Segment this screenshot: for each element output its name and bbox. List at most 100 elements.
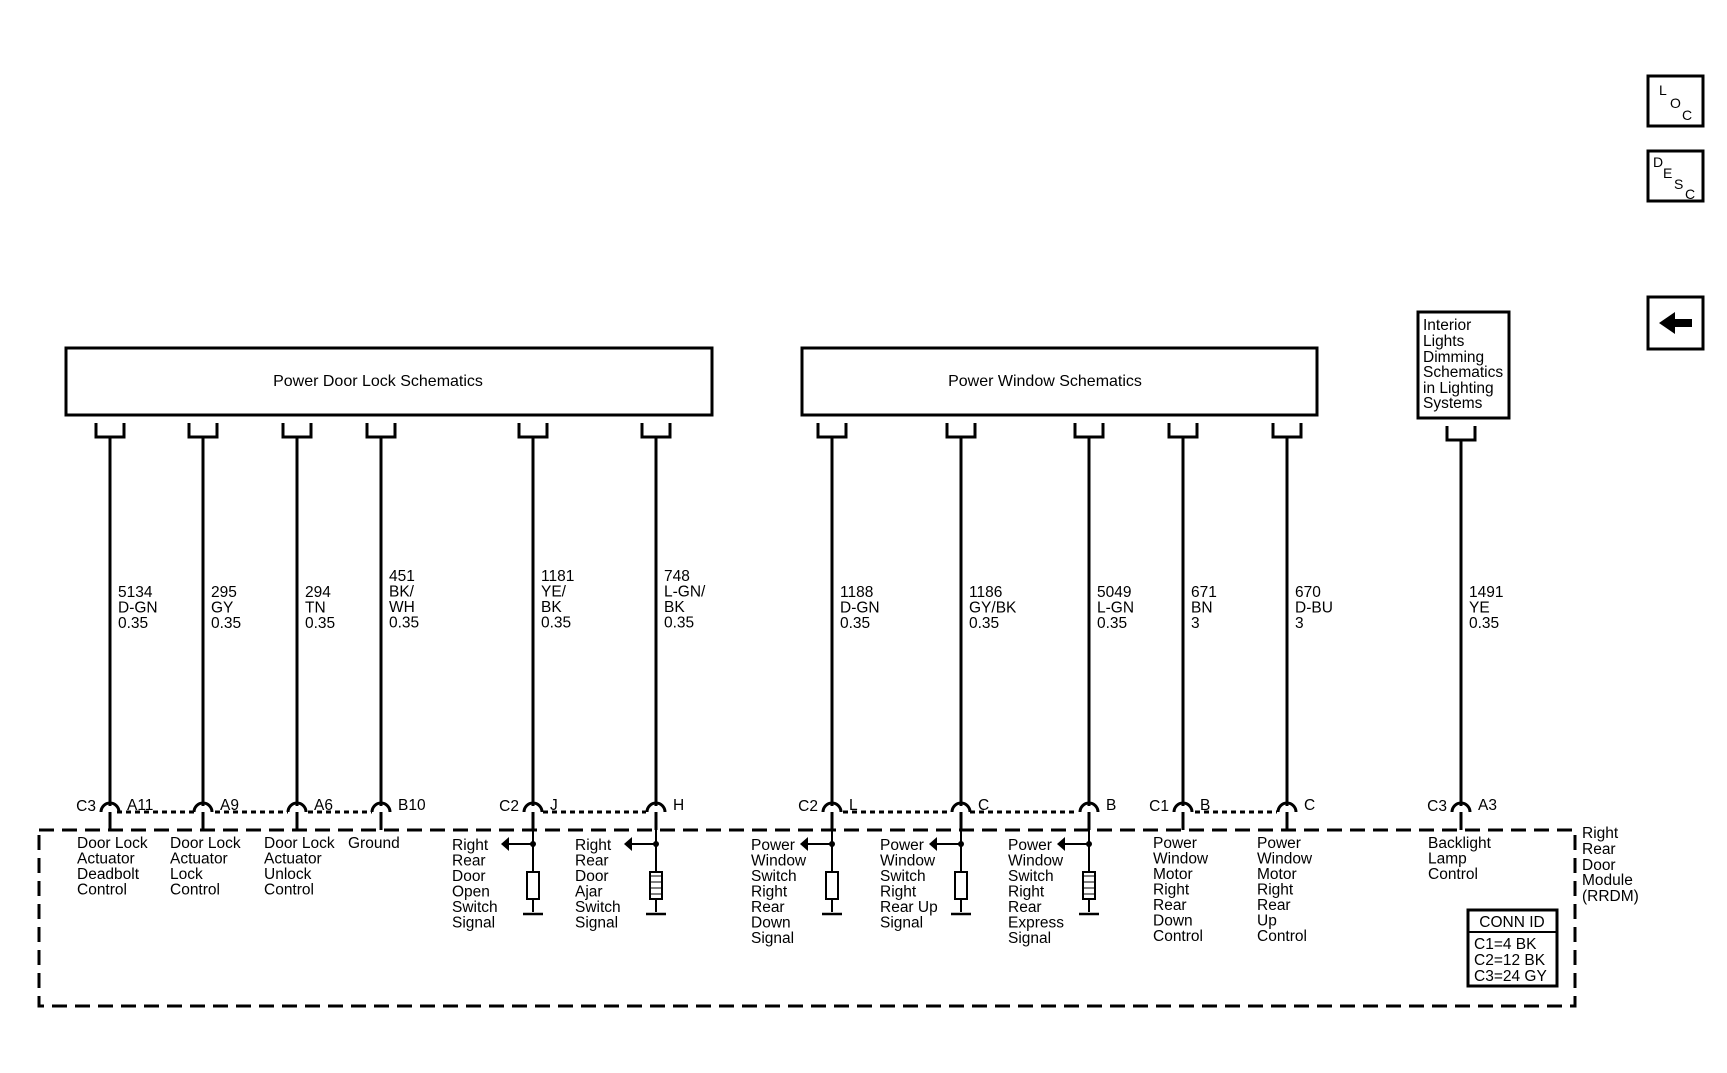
wire-color: D-BU <box>1295 600 1333 617</box>
wire-color: BK <box>664 599 685 616</box>
terminal-stub <box>1073 423 1105 439</box>
function-label: Control <box>77 882 127 899</box>
rrdm-name-line-2: Rear <box>1582 841 1616 858</box>
function-label: Rear <box>1008 899 1042 916</box>
function-label: Deadbolt <box>77 866 140 883</box>
wire-circuit-number: 295 <box>211 584 237 601</box>
pin-contact <box>950 801 972 813</box>
terminal-stub <box>94 423 126 439</box>
function-label: Right <box>880 884 917 901</box>
function-label: Signal <box>751 930 794 947</box>
rrdm-name-line-5: (RRDM) <box>1582 888 1639 905</box>
circuit-5049: 5049L-GN0.35BPowerWindowSwitchRightRearE… <box>1008 423 1134 947</box>
conn-id-line-3: C3=24 GY <box>1474 968 1547 985</box>
wire-color: L-GN <box>1097 600 1134 617</box>
wire-color: BN <box>1191 600 1213 617</box>
signal-arrow-icon <box>929 837 937 851</box>
resistor-symbol <box>954 871 968 900</box>
desc-letter-4: C <box>1685 186 1695 202</box>
function-label: Door Lock <box>264 835 335 852</box>
desc-letter-3: S <box>1674 176 1683 192</box>
function-label: Switch <box>452 899 498 916</box>
signal-arrow-icon <box>1057 837 1065 851</box>
pin-id: A6 <box>314 797 333 814</box>
function-label: Open <box>452 884 490 901</box>
wire-circuit-number: 451 <box>389 568 415 585</box>
wire-circuit-number: 294 <box>305 584 331 601</box>
pin-id: J <box>550 797 558 814</box>
terminal-stub <box>816 423 848 439</box>
pin-id: L <box>849 797 858 814</box>
function-label: Signal <box>1008 930 1051 947</box>
wire-gauge: 0.35 <box>389 615 419 632</box>
function-label: Switch <box>880 868 926 885</box>
wire-gauge: 0.35 <box>211 615 241 632</box>
function-label: Rear Up <box>880 899 938 916</box>
function-label: Unlock <box>264 866 312 883</box>
desc-letter-2: E <box>1663 165 1672 181</box>
pin-contact <box>1276 801 1298 813</box>
circuit-670: 670D-BU3CPowerWindowMotorRightRearUpCont… <box>1257 423 1333 945</box>
function-label: Motor <box>1153 866 1193 883</box>
desc-button[interactable]: D E S C <box>1646 149 1705 203</box>
power-window-schematics-label: Power Window Schematics <box>948 373 1142 390</box>
connector-id: C2 <box>798 798 818 815</box>
function-label: Down <box>751 915 791 932</box>
power-door-lock-schematics-label: Power Door Lock Schematics <box>273 373 483 390</box>
function-label: Ajar <box>575 884 603 901</box>
wire-color: GY <box>211 600 233 617</box>
wire-color: TN <box>305 600 326 617</box>
power-window-schematics-box[interactable]: Power Window Schematics <box>800 346 1319 417</box>
pin-contact <box>821 801 843 813</box>
function-label: Power <box>1008 837 1052 854</box>
pin-contact <box>1172 801 1194 813</box>
circuit-748: 748L-GN/BK0.35HRightRearDoorAjarSwitchSi… <box>575 423 706 932</box>
loc-letter-3: C <box>1682 107 1692 123</box>
function-label: Motor <box>1257 866 1297 883</box>
loc-button[interactable]: L O C <box>1646 74 1705 128</box>
pin-id: C <box>1304 797 1315 814</box>
back-button[interactable] <box>1646 295 1705 351</box>
wire-gauge: 0.35 <box>664 615 694 632</box>
wire-gauge: 0.35 <box>118 615 148 632</box>
pin-id: B10 <box>398 797 426 814</box>
function-label: Door Lock <box>170 835 241 852</box>
function-label: Door <box>452 868 486 885</box>
function-label: Up <box>1257 913 1277 930</box>
function-label: Rear <box>452 853 486 870</box>
function-label: Window <box>880 853 936 870</box>
function-label: Actuator <box>264 851 322 868</box>
function-label: Down <box>1153 913 1193 930</box>
wire-color: WH <box>389 599 415 616</box>
rrdm-module-label: Right Rear Door Module (RRDM) <box>1582 825 1639 905</box>
inductor-symbol <box>649 871 663 900</box>
function-label: Control <box>1257 928 1307 945</box>
pin-contact <box>192 801 214 813</box>
function-label: Rear <box>1257 897 1291 914</box>
wire-color: D-GN <box>118 600 158 617</box>
power-door-lock-schematics-box[interactable]: Power Door Lock Schematics <box>64 346 714 417</box>
interior-lights-schematics-box[interactable]: Interior Lights Dimming Schematics in Li… <box>1416 310 1511 420</box>
inductor-symbol <box>1082 871 1096 900</box>
conn-id-line-1: C1=4 BK <box>1474 936 1537 953</box>
pin-contact <box>645 801 667 813</box>
function-label: Control <box>1153 928 1203 945</box>
function-label: Actuator <box>77 851 135 868</box>
pin-contact <box>1078 801 1100 813</box>
function-label: Right <box>751 884 788 901</box>
loc-letter-1: L <box>1659 82 1667 98</box>
function-label: Control <box>264 882 314 899</box>
wire-circuit-number: 670 <box>1295 584 1321 601</box>
function-label: Right <box>1257 882 1294 899</box>
connector-id: C2 <box>499 798 519 815</box>
terminal-stub <box>365 423 397 439</box>
interior-lights-line-3: Dimming <box>1423 349 1484 366</box>
terminal-stub <box>517 423 549 439</box>
